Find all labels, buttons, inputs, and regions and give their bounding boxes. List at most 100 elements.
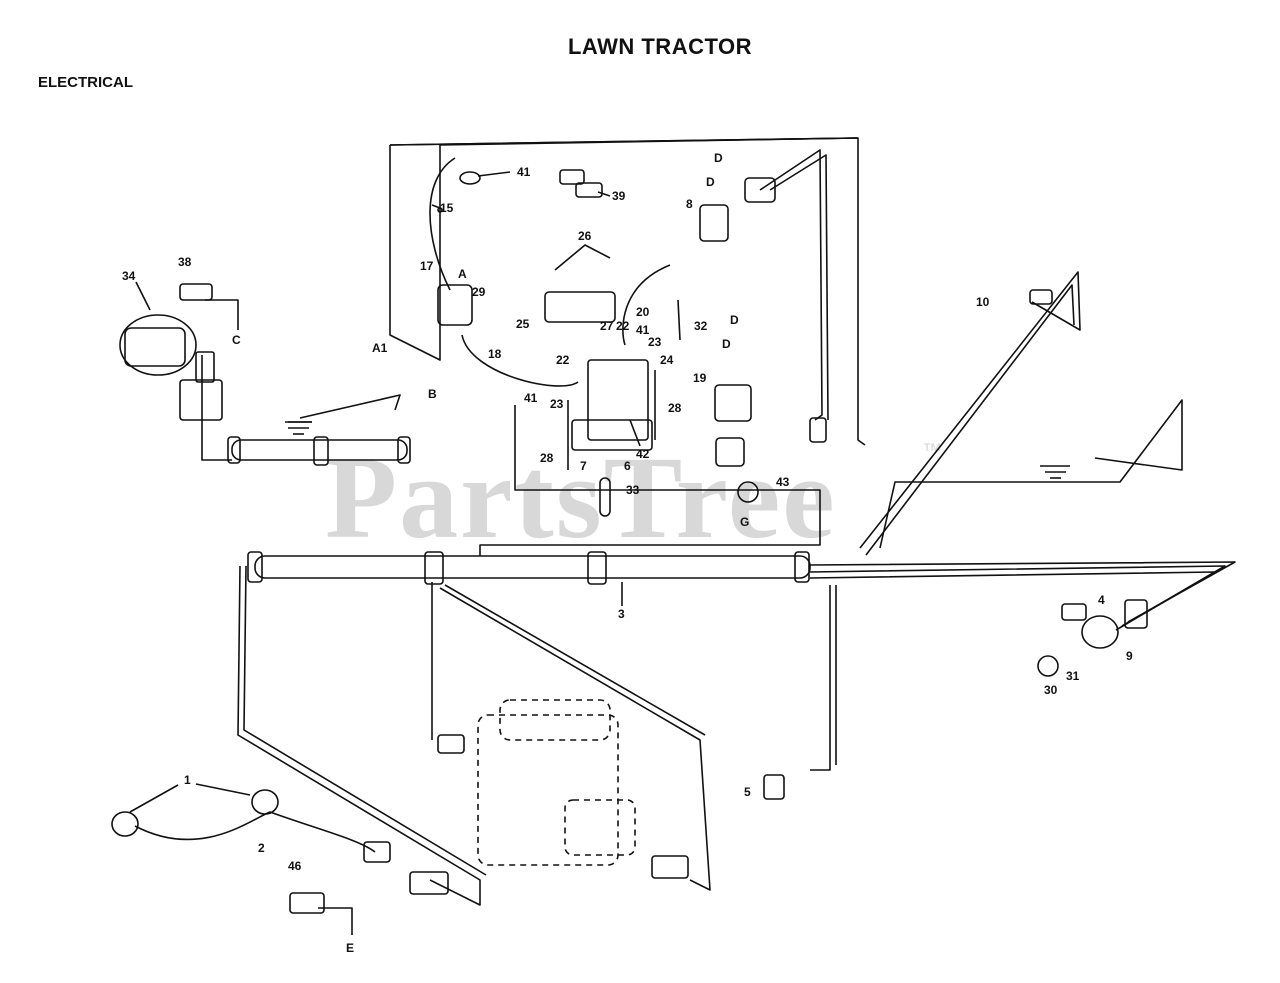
upper-harness-tube (231, 439, 408, 461)
light-harness-2 (134, 811, 376, 853)
wire-ground-right (879, 399, 1183, 549)
wire-diagonal-2 (444, 584, 706, 736)
callout-9: 9 (1126, 649, 1133, 663)
upper-sleeve-3 (397, 436, 411, 464)
leader-26 (554, 244, 611, 271)
connector-lower-mid (409, 871, 449, 895)
callout-39: 39 (612, 189, 626, 203)
connector-4 (1061, 603, 1087, 621)
callout-D1: D (714, 151, 723, 165)
callout-31: 31 (1066, 669, 1080, 683)
callout-8: 8 (686, 197, 693, 211)
callout-D3: D (730, 313, 739, 327)
callout-28b: 28 (540, 451, 554, 465)
callout-6: 6 (624, 459, 631, 473)
wire-diagonal (439, 587, 711, 891)
harness-sleeve-4 (794, 551, 810, 583)
harness-sleeve-2 (424, 551, 444, 585)
solenoid-29 (437, 284, 473, 326)
wire-right-out-3 (809, 571, 1216, 631)
connector-mid (715, 437, 745, 467)
callout-A: A (458, 267, 467, 281)
bracket-46 (289, 892, 325, 914)
wire-32 (677, 299, 681, 341)
battery-24 (587, 359, 649, 441)
connector-39a (559, 169, 585, 185)
callout-23b: 23 (550, 397, 564, 411)
callout-4: 4 (1098, 593, 1105, 607)
callout-2: 2 (258, 841, 265, 855)
callout-24: 24 (660, 353, 674, 367)
leader-42 (629, 419, 641, 447)
callout-A1: A1 (372, 341, 388, 355)
connector-lower-right (651, 855, 689, 879)
callout-19: 19 (693, 371, 707, 385)
harness-sleeve-3 (587, 551, 607, 585)
tube-33 (599, 477, 611, 517)
callout-28a: 28 (668, 401, 682, 415)
callout-E: E (346, 941, 354, 955)
frame-line-top (389, 137, 859, 146)
leader-1b (195, 783, 251, 796)
wire-vertical-center (479, 405, 821, 556)
engine-outline (477, 699, 636, 866)
callout-20: 20 (636, 305, 650, 319)
headlight-1b (251, 789, 279, 815)
wire-left-down (237, 565, 481, 906)
connector-10 (1029, 289, 1053, 305)
callout-32: 32 (694, 319, 708, 333)
callout-43: 43 (776, 475, 790, 489)
module-tab (195, 351, 215, 383)
leader-1a (129, 784, 179, 813)
wire-down-right (810, 585, 831, 771)
horn-9 (1081, 615, 1119, 649)
knob-30 (1037, 655, 1059, 677)
section-label: ELECTRICAL (38, 74, 133, 91)
callout-17: 17 (420, 259, 434, 273)
callout-26: 26 (578, 229, 592, 243)
callout-30: 30 (1044, 683, 1058, 697)
wire-up-right (859, 271, 1081, 549)
leader-E (318, 907, 353, 935)
wire-up-right-2 (865, 284, 1075, 556)
callout-25: 25 (516, 317, 530, 331)
connector-right-end (1124, 599, 1148, 629)
page-title: LAWN TRACTOR (567, 34, 753, 59)
leader-15 (431, 204, 441, 209)
callout-15: 15 (440, 201, 454, 215)
washer-41 (459, 171, 481, 185)
callout-38: 38 (178, 255, 192, 269)
upper-sleeve-1 (227, 436, 241, 464)
callout-D2: D (706, 175, 715, 189)
harness-sleeve-1 (247, 551, 263, 583)
light-connector (363, 841, 391, 863)
frame-outline (389, 137, 866, 446)
callout-1: 1 (184, 773, 191, 787)
leader-34 (135, 281, 151, 311)
callout-B: B (428, 387, 437, 401)
connector-top (744, 177, 776, 203)
switch-8 (699, 204, 729, 242)
battery-tray (571, 419, 653, 451)
battery-holddown-25 (544, 291, 616, 323)
callout-41a: 41 (517, 165, 531, 179)
callout-7: 7 (580, 459, 587, 473)
leader-41a (477, 171, 511, 177)
ground-symbol-left (285, 421, 312, 435)
watermark-trademark: ™ (922, 440, 942, 462)
callout-C: C (232, 333, 241, 347)
ground-symbol-right (1040, 465, 1070, 479)
callout-27: 27 (600, 319, 614, 333)
callout-23a: 23 (648, 335, 662, 349)
callout-18: 18 (488, 347, 502, 361)
callout-G: G (740, 515, 749, 529)
wire-upper-left (201, 355, 232, 461)
cable-15 (429, 157, 456, 291)
callout-5: 5 (744, 785, 751, 799)
callout-42: 42 (636, 447, 650, 461)
callout-33: 33 (626, 483, 640, 497)
wire-ground-left (299, 394, 401, 419)
cable-20 (622, 264, 671, 346)
module-block (179, 379, 223, 421)
